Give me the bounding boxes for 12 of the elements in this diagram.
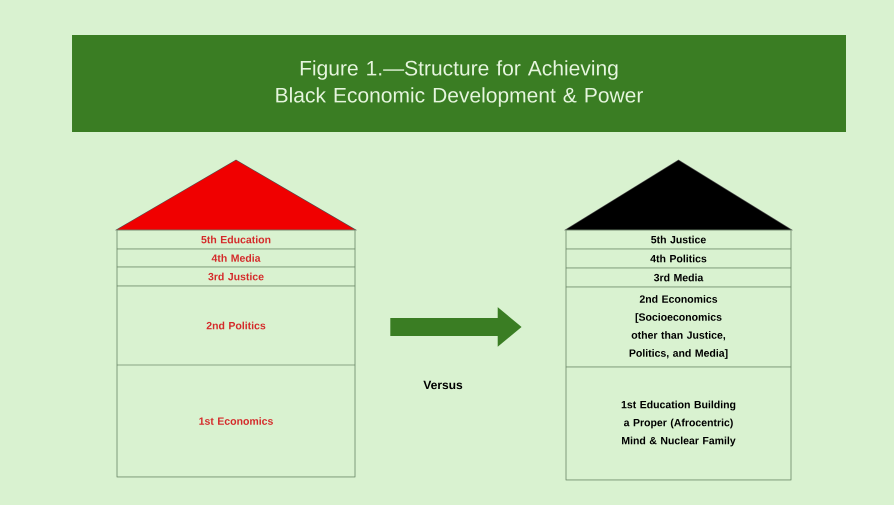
layer-box: 5th Education <box>116 230 356 250</box>
layer-box: 3rd Justice <box>116 266 356 286</box>
title-banner: Figure 1.—Structure for Achieving Black Economic Development & Power <box>72 35 846 132</box>
layer-box: 4th Media <box>116 248 356 268</box>
layer-box: 3rd Media <box>566 268 792 288</box>
layer-box: 1st Economics <box>116 364 356 478</box>
layer-box: 4th Politics <box>566 248 792 268</box>
layer-box: 5th Justice <box>566 230 792 250</box>
edge-label: Versus <box>423 380 462 390</box>
layer-box: 2nd Economics [Socioeconomics other than Justice, Politics, and Media] <box>566 286 792 368</box>
layer-box: 1st Education Building a Proper (Afrocentric) Mind & Nuclear Family <box>566 366 792 480</box>
layer-box: 2nd Politics <box>116 286 356 366</box>
